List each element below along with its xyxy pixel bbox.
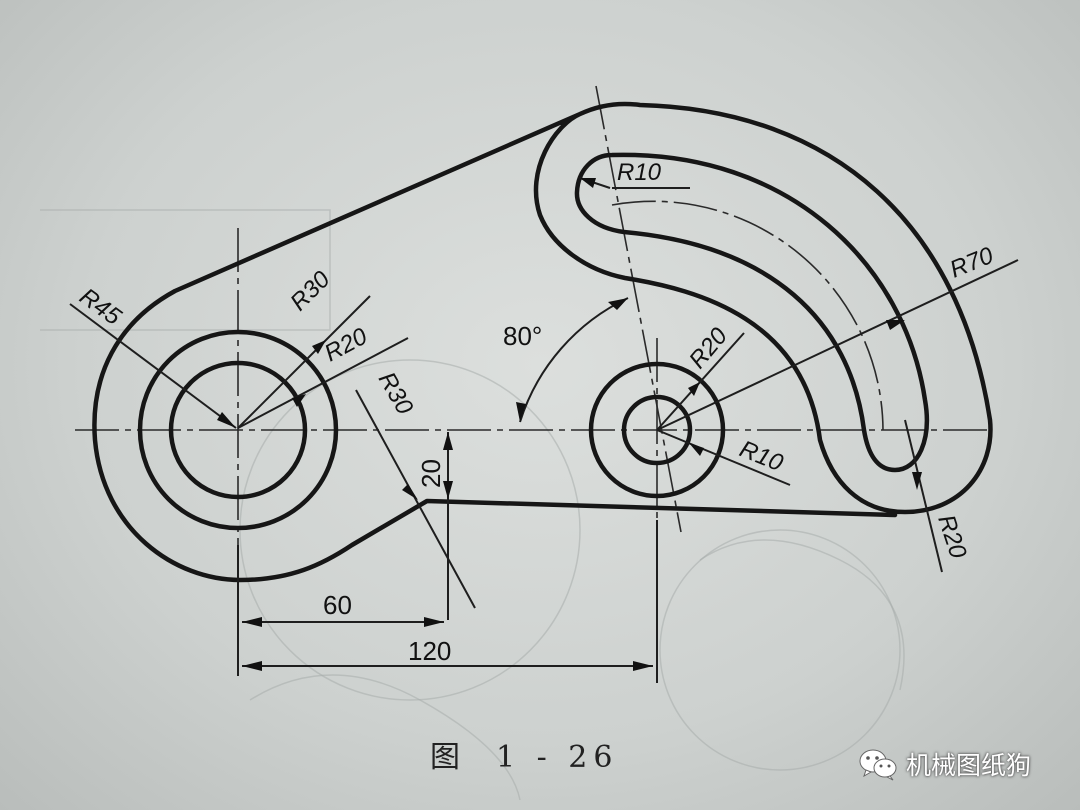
caption-number: 1 - 26 bbox=[496, 740, 619, 775]
outer-contour bbox=[92, 101, 993, 583]
dim-r70: R70 bbox=[946, 242, 998, 284]
dim-gap-20: 20 bbox=[416, 459, 446, 488]
dim-r20-right: R20 bbox=[684, 322, 733, 374]
watermark-text: 机械图纸狗 bbox=[906, 751, 1032, 780]
show-through-ghost bbox=[40, 209, 905, 801]
right-hole-circle bbox=[621, 394, 693, 466]
dimension-lines bbox=[69, 177, 1019, 683]
left-hole-circle bbox=[168, 360, 308, 500]
wechat-icon bbox=[859, 749, 897, 781]
figure-caption: 图 1 - 26 bbox=[430, 732, 618, 776]
dim-r30-left: R30 bbox=[285, 266, 336, 317]
dim-angle-80: 80° bbox=[503, 321, 542, 351]
dim-length-60: 60 bbox=[323, 590, 352, 620]
watermark: 机械图纸狗 bbox=[858, 744, 1031, 784]
left-boss-circle bbox=[137, 329, 339, 531]
dim-r45: R45 bbox=[74, 283, 126, 331]
slot-angled-center-line bbox=[595, 85, 682, 533]
dim-length-120: 120 bbox=[408, 636, 451, 666]
right-boss-circle bbox=[588, 361, 726, 499]
caption-label: 图 bbox=[430, 740, 462, 775]
dim-r10-right: R10 bbox=[736, 436, 788, 478]
part-outline bbox=[92, 101, 993, 583]
dim-r30-fillet: R30 bbox=[373, 368, 419, 420]
slot-arc-center-line bbox=[611, 200, 884, 431]
dim-r10-top: R10 bbox=[617, 159, 662, 186]
curved-slot-outline bbox=[574, 152, 930, 473]
